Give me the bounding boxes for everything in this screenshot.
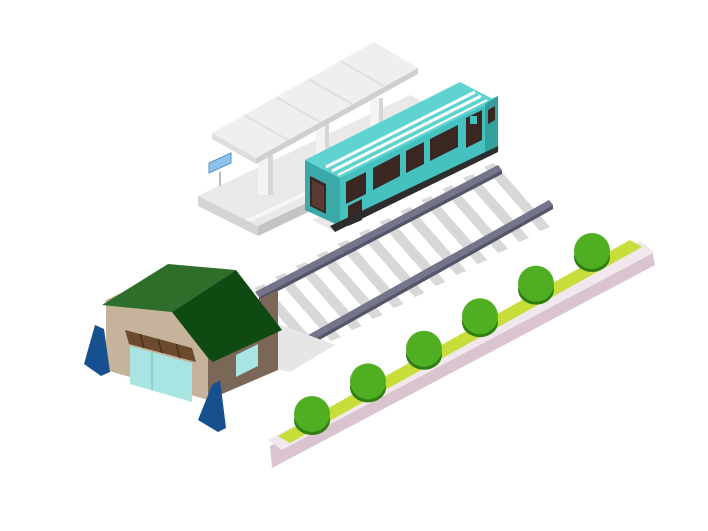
track-sleeper [316,251,383,319]
track-sleeper [274,273,341,341]
platform-front-side [198,196,258,236]
bush [462,298,498,335]
awning-line [175,343,181,359]
train-window [373,154,400,190]
railway-track [254,163,553,357]
canopy-pillar [258,150,268,195]
canopy-roof-side [256,68,418,164]
banner-right [198,380,226,432]
bush [294,396,330,432]
awning-line [157,338,163,354]
house-roof-right [172,270,282,362]
roof-stripe [331,94,482,173]
canopy-roof-top [212,42,418,158]
depot-house [84,264,335,432]
canopy-pillar [325,124,329,164]
bush [406,330,442,367]
train-rear [485,96,498,152]
canopy-rib [243,114,289,141]
train-rear-window [488,106,495,124]
roof-stripe [325,90,476,169]
bush [350,363,386,400]
canopy-rib [307,78,353,105]
canopy-rib [339,60,385,87]
canopy-pillar [316,124,325,164]
canopy-pillar [379,98,383,134]
hedge-bushes [294,233,610,435]
house-shop-window [130,346,192,402]
bush [574,233,610,269]
awning-line [139,333,145,349]
track-sleeper [295,262,362,330]
train-window [406,142,424,173]
station-sign [208,152,232,174]
bush [518,265,554,302]
roof-stripe [337,99,488,176]
rail-left-shade [259,170,502,301]
canopy-pillar [268,150,273,195]
house-roof-left [102,264,236,312]
canopy-rib [275,96,321,123]
train-window [346,172,366,204]
train-front-window-frame [312,180,324,211]
train [305,82,500,232]
canopy-roof-front [212,133,256,164]
canopy-pillar [370,98,379,134]
rail-left [255,165,502,297]
train-window [430,125,458,161]
banner-left [84,325,110,376]
rail-right-shade [289,205,553,357]
planter-base-side [270,250,655,468]
train-undercarriage [330,146,498,232]
house-side-window [236,344,258,377]
hedge-planter [268,233,655,468]
rail-right [285,200,553,353]
train-door-window [470,116,477,124]
